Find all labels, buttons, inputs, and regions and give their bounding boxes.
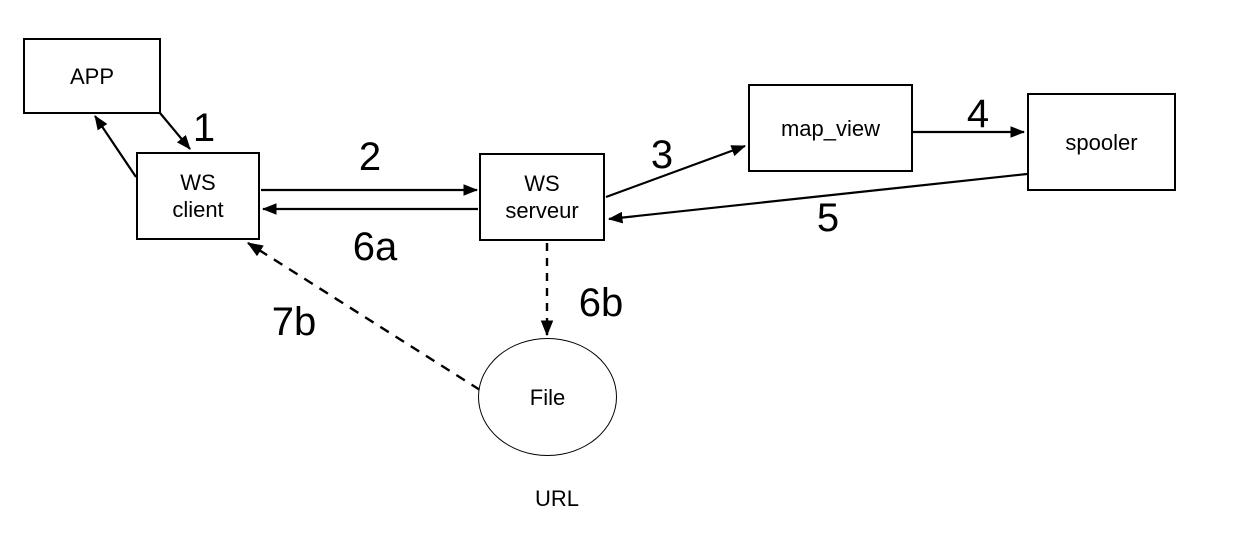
- arrow-ws-client-to-app: [94, 115, 137, 178]
- arrow-3-ws-serveur-to-map-view: [605, 144, 746, 199]
- edge-label-6a: 6a: [352, 225, 398, 269]
- arrow-1-app-to-ws-client: [159, 112, 191, 150]
- node-map-view: map_view: [748, 84, 913, 172]
- edge-label-3: 3: [650, 133, 674, 177]
- edge-label-7b: 7b: [271, 300, 317, 344]
- arrow-5-spooler-to-ws-serveur: [607, 172, 1028, 224]
- edge-label-4: 4: [966, 92, 990, 136]
- node-spooler-label: spooler: [1065, 129, 1138, 155]
- node-ws-serveur-label: WS serveur: [505, 171, 579, 223]
- node-app: APP: [23, 38, 161, 114]
- edge-label-6b: 6b: [578, 281, 624, 325]
- edge-label-1: 1: [192, 106, 216, 150]
- edge-label-2: 2: [358, 135, 382, 179]
- file-url-caption: URL: [534, 486, 580, 511]
- node-map-view-label: map_view: [780, 115, 881, 141]
- node-spooler: spooler: [1027, 93, 1176, 191]
- node-app-label: APP: [69, 63, 115, 89]
- node-file-label: File: [529, 384, 566, 410]
- edge-label-5: 5: [816, 196, 840, 240]
- arrow-7b-file-to-ws-client: [247, 241, 481, 392]
- node-ws-client: WS client: [136, 152, 260, 240]
- node-ws-client-label: WS client: [172, 170, 224, 222]
- node-ws-serveur: WS serveur: [479, 153, 605, 241]
- node-file: File: [478, 338, 617, 456]
